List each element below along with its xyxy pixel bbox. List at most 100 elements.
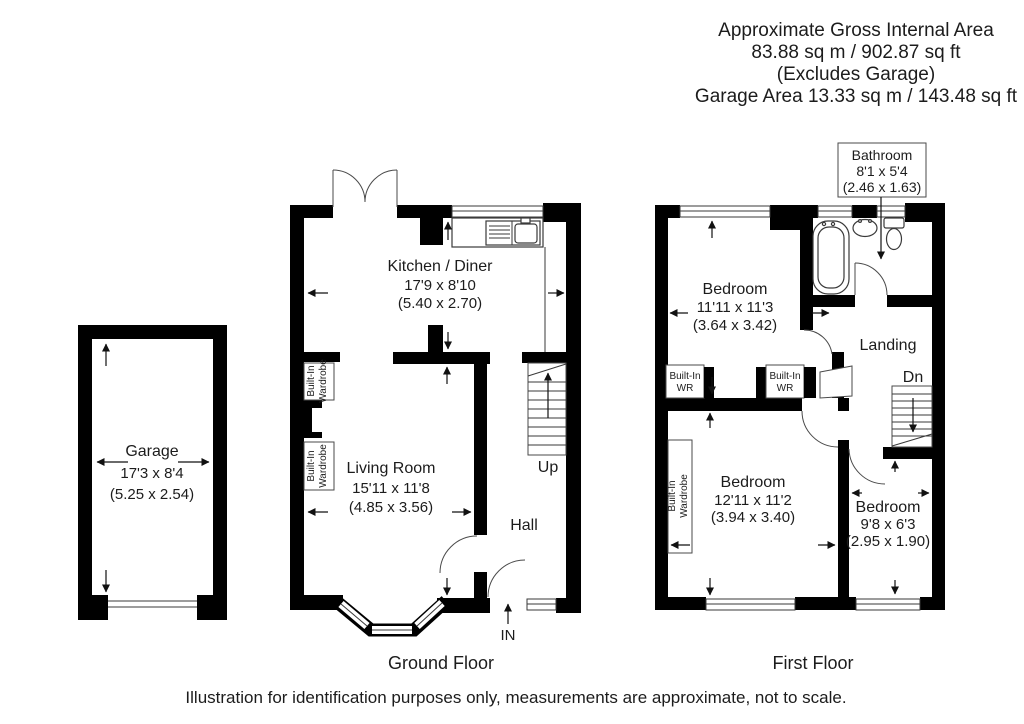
gf-divider-left	[304, 352, 340, 362]
gf-hall-wall-lower	[474, 572, 487, 598]
gross-area-value: 83.88 sq m / 902.87 sq ft	[751, 42, 961, 63]
built-in-wardrobe-2	[303, 441, 335, 491]
built-in-wardrobe-1	[303, 362, 335, 401]
garage-label: Garage	[125, 443, 178, 460]
bathroom-wall-bottom-left	[800, 295, 855, 307]
garage-size-m: (5.25 x 2.54)	[110, 486, 194, 503]
front-door-arc	[487, 559, 526, 598]
living-room-door-arc	[439, 535, 478, 574]
built-in-wardrobe-tall	[667, 439, 693, 554]
tap	[821, 221, 827, 227]
bathtub	[812, 220, 850, 295]
callout-box	[837, 142, 927, 198]
window-pane-line	[340, 603, 368, 627]
wr-partition	[756, 367, 766, 398]
bedroom2-door-arc	[801, 410, 839, 448]
wardrobe-label: Built-In	[306, 450, 317, 481]
wr-label: Built-In	[669, 371, 700, 382]
wr-label: WR	[777, 383, 794, 394]
staircase-down	[891, 385, 933, 448]
bedroom1-size-ft: 11'11 x 11'3	[697, 299, 774, 316]
bathroom-size-m: (2.46 x 1.63)	[843, 179, 922, 195]
stair-break-line	[891, 433, 933, 447]
wr-open-door	[819, 365, 853, 399]
living-room-size-m: (4.85 x 3.56)	[349, 499, 433, 516]
entrance-label: IN	[501, 627, 516, 644]
bathroom-label: Bathroom	[852, 147, 913, 163]
garage-wall-top	[78, 325, 227, 339]
window-pane-line	[416, 602, 443, 627]
ff-mid-wall	[655, 398, 802, 411]
tap	[830, 221, 836, 227]
bedroom2-size-ft: 12'11 x 11'2	[714, 492, 792, 509]
stair-break-line	[527, 363, 567, 377]
disclaimer-text: Illustration for identification purposes…	[185, 688, 846, 707]
tap	[857, 219, 862, 224]
kitchen-sink	[451, 217, 544, 248]
wr-label: WR	[677, 383, 694, 394]
ff-mid-wall-nub	[838, 398, 849, 411]
wardrobe-label: Built-In	[306, 365, 317, 396]
ff-wall-top-3	[852, 205, 877, 218]
staircase-up	[527, 362, 567, 456]
garage-wall-left	[78, 325, 92, 620]
bedroom3-door-arc	[848, 448, 886, 485]
gf-wall-right	[566, 203, 581, 613]
wardrobe-label: Wardrobe	[318, 444, 329, 488]
bedroom1-door-arc	[803, 329, 833, 355]
chimney-recess	[312, 408, 322, 432]
first-floor-plan: Built-In WR Built-In WR Built-In Wardrob…	[655, 142, 945, 611]
garage-area-value: Garage Area 13.33 sq m / 143.48 sq ft	[695, 86, 1018, 107]
kitchen-size-m: (5.40 x 2.70)	[398, 295, 482, 312]
stair-outline	[891, 385, 933, 448]
ff-wall-bottom-2	[795, 597, 856, 610]
garage-wall-right	[213, 325, 227, 620]
gf-divider-mid	[393, 352, 490, 364]
bathroom-callout: Bathroom 8'1 x 5'4 (2.46 x 1.63)	[837, 142, 927, 260]
gf-wall-bottom-right	[556, 598, 581, 613]
built-in-wr-1	[665, 364, 705, 399]
wr-partition	[804, 367, 816, 398]
landing-label: Landing	[860, 337, 917, 354]
living-room-label: Living Room	[347, 460, 436, 477]
ground-floor-plan: Built-In Wardrobe Built-In Wardrobe	[290, 169, 581, 644]
garage-size-ft: 17'3 x 8'4	[120, 465, 183, 482]
door-swing-arc	[332, 169, 366, 203]
sink-bowl	[514, 223, 538, 244]
toilet-bowl	[885, 227, 903, 251]
bathtub-inner	[817, 226, 845, 289]
gf-wall-bottom-mid	[437, 598, 490, 613]
hall-label: Hall	[510, 517, 538, 534]
basin	[852, 218, 878, 238]
ff-wall-bottom-1	[655, 597, 706, 610]
tap	[867, 219, 872, 224]
basin-bowl	[852, 218, 878, 238]
kitchen-size-ft: 17'9 x 8'10	[404, 277, 476, 294]
bedroom1-label: Bedroom	[703, 281, 768, 298]
first-floor-caption: First Floor	[773, 653, 854, 673]
ff-wall-right	[932, 203, 945, 610]
bedroom2-label: Bedroom	[721, 474, 786, 491]
bedroom3-size-ft: 9'8 x 6'3	[861, 516, 916, 533]
bedroom1-size-m: (3.64 x 3.42)	[693, 317, 777, 334]
kitchen-label: Kitchen / Diner	[388, 258, 494, 275]
stairs-down-label: Dn	[903, 369, 923, 386]
garage-wall-bottom-left	[78, 595, 108, 620]
gf-divider-stub	[428, 325, 443, 352]
gf-hall-wall-upper	[474, 362, 487, 535]
bedroom-divider-wall	[838, 440, 849, 597]
toilet	[883, 217, 905, 251]
gf-wall-pier	[420, 205, 443, 245]
bay-window	[331, 595, 451, 637]
gf-wall-bottom-left	[290, 595, 343, 610]
wardrobe-label: Wardrobe	[679, 474, 690, 518]
stairs-up-label: Up	[538, 459, 559, 476]
gross-area-title: Approximate Gross Internal Area	[718, 20, 994, 41]
bathroom-wall-left	[800, 215, 813, 330]
door-swing-arc	[364, 169, 398, 203]
ff-wall-chimney	[770, 205, 800, 230]
area-summary: Approximate Gross Internal Area 83.88 sq…	[695, 20, 1018, 107]
gf-stairs-wall	[522, 352, 566, 363]
